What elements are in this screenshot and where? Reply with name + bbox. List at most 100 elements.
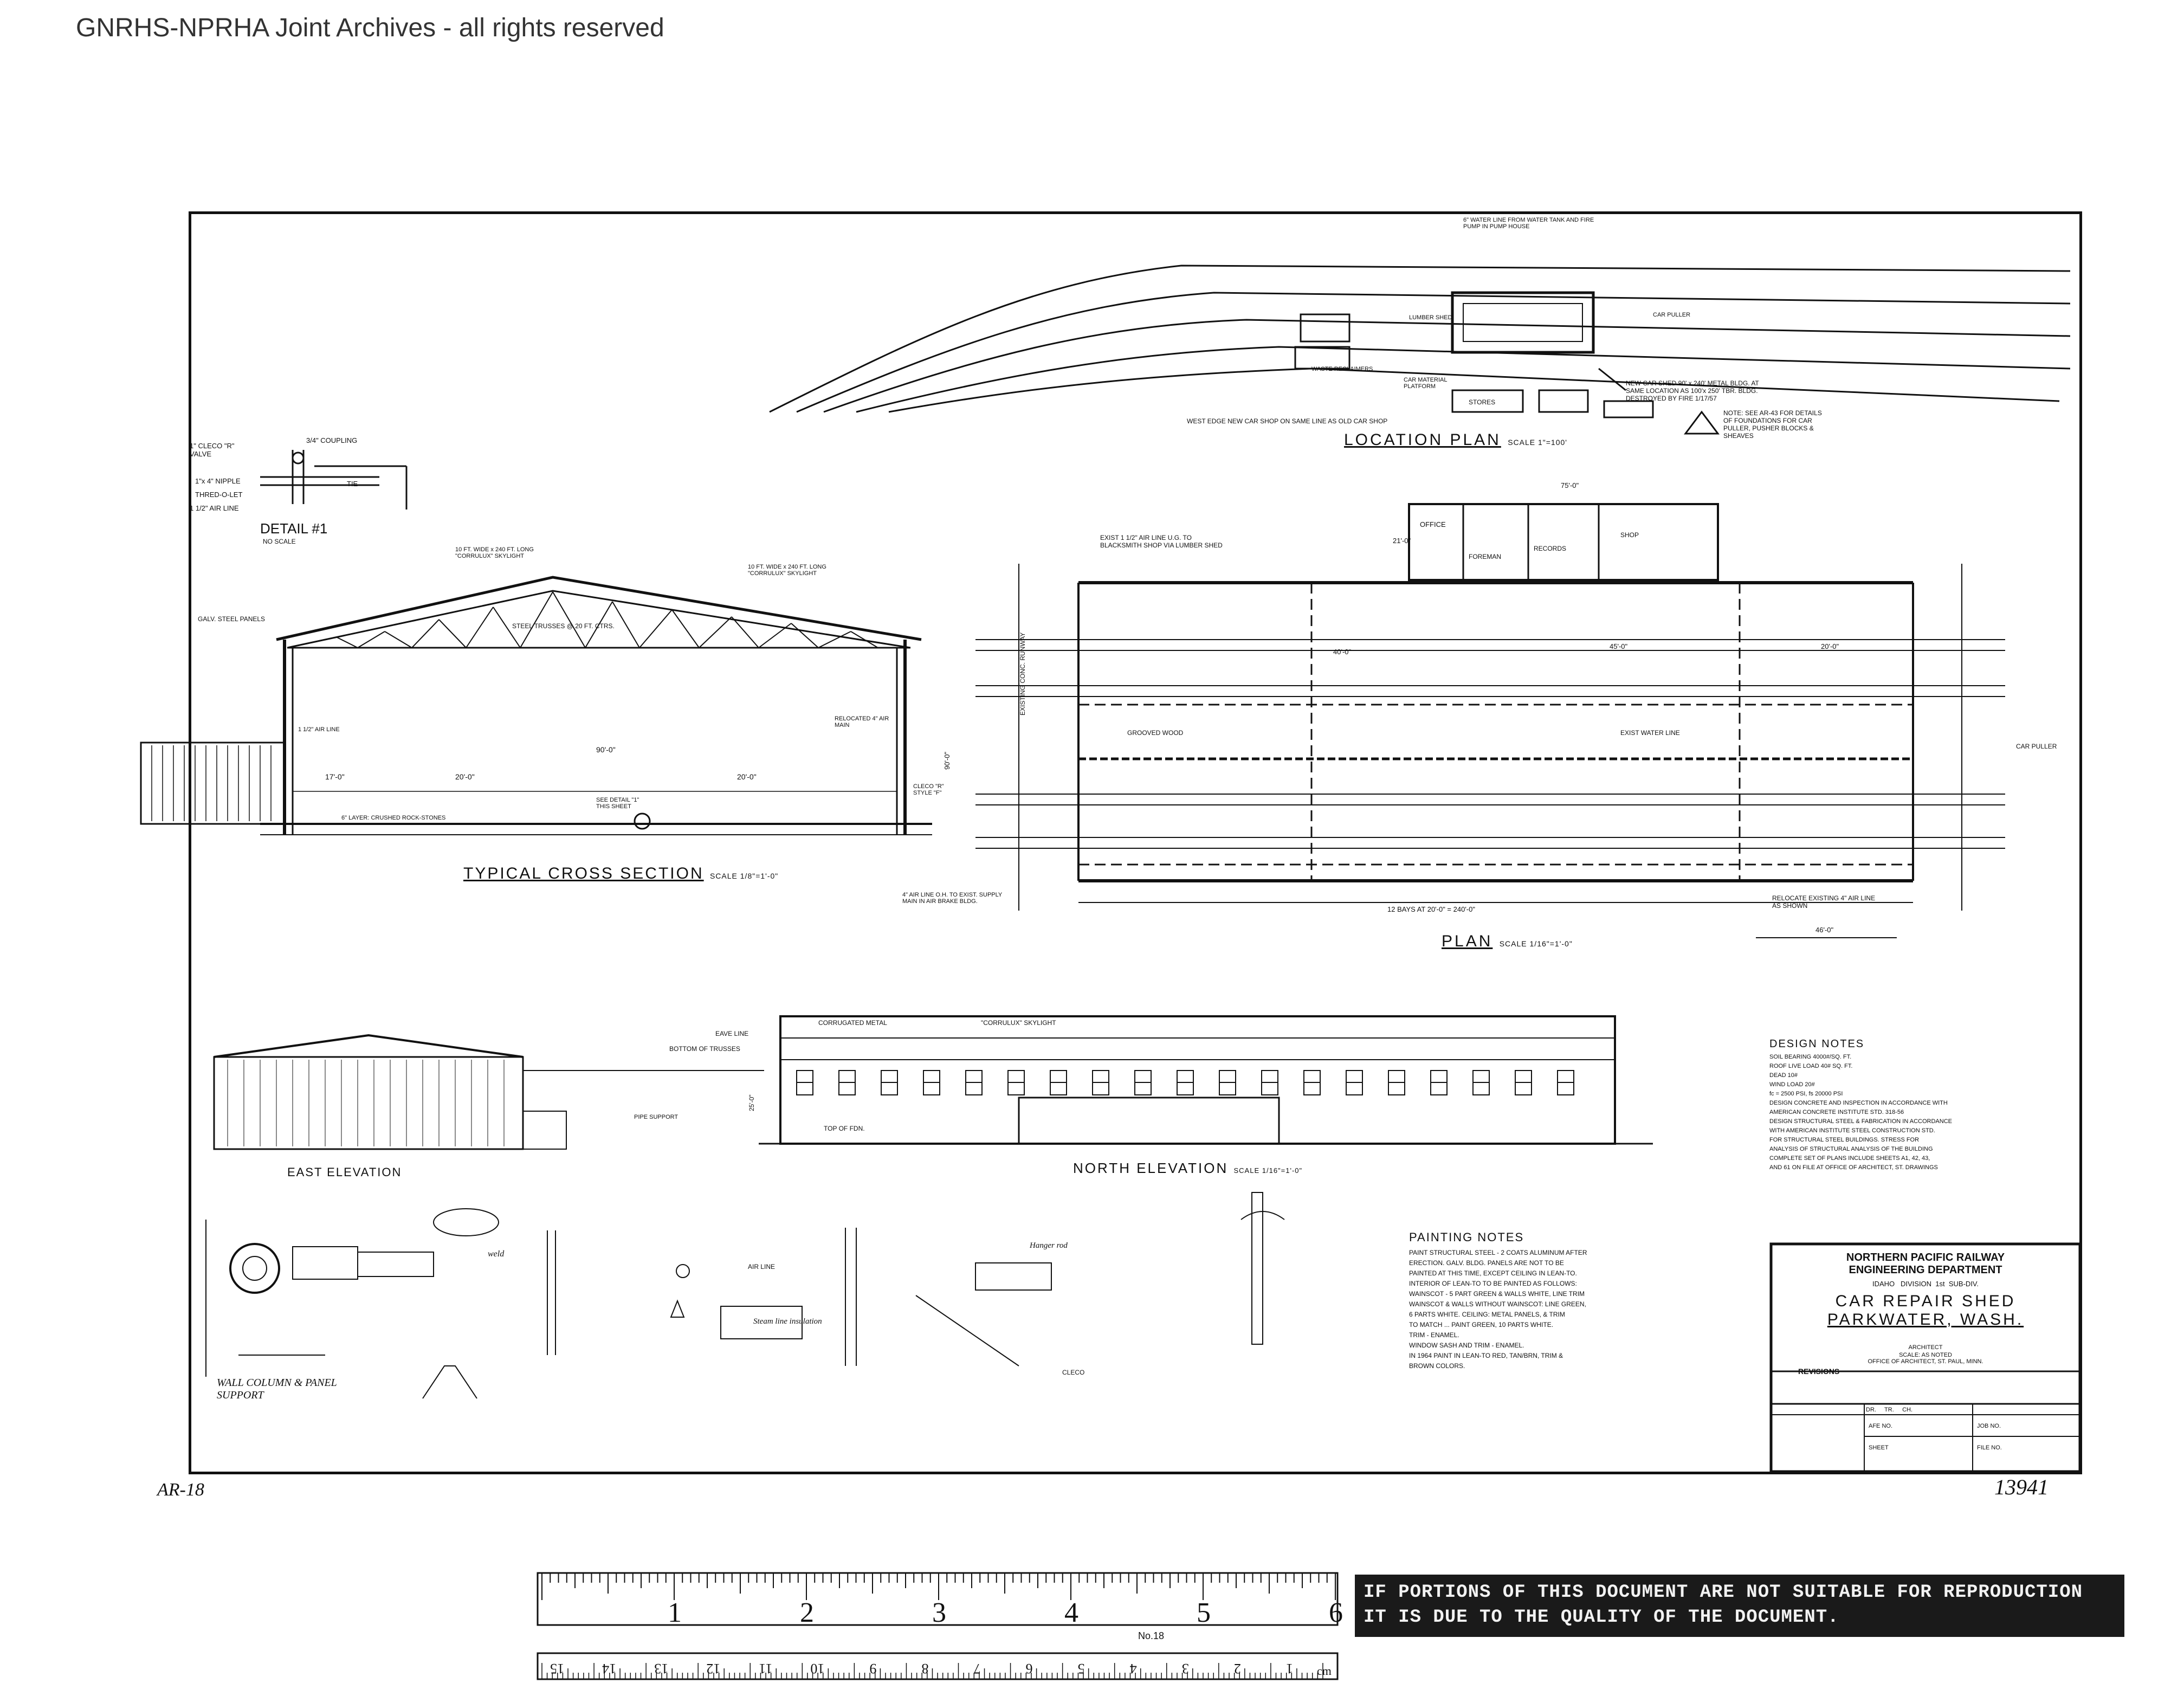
ruler-inch-label: 5 bbox=[1197, 1597, 1211, 1628]
cross-section-scale: SCALE 1/8"=1'-0" bbox=[709, 872, 779, 880]
elevation-corrugated-metal: CORRUGATED METAL bbox=[818, 1019, 887, 1027]
cross-section-skylight-2: 10 FT. WIDE x 240 FT. LONG "CORRULUX" SK… bbox=[748, 564, 826, 577]
location-foundation-note: NOTE: SEE AR-43 FOR DETAILS OF FOUNDATIO… bbox=[1723, 409, 1822, 440]
design-notes-line: DESIGN CONCRETE AND INSPECTION IN ACCORD… bbox=[1769, 1100, 1948, 1106]
sketch-steam-line: Steam line insulation bbox=[753, 1317, 822, 1326]
design-notes-line: ROOF LIVE LOAD 40# SQ. FT. bbox=[1769, 1063, 1853, 1069]
elevation-corrulux-skylight: "CORRULUX" SKYLIGHT bbox=[981, 1019, 1056, 1027]
detail-1-title: DETAIL #1 bbox=[260, 520, 328, 537]
title-block-region: IDAHO bbox=[1872, 1280, 1895, 1288]
detail-1-coupling: 3/4" COUPLING bbox=[306, 436, 358, 444]
design-notes-line: DEAD 10# bbox=[1769, 1072, 1798, 1079]
title-block-ch: CH. bbox=[1902, 1407, 1913, 1413]
painting-notes-line: WINDOW SASH AND TRIM - ENAMEL. bbox=[1409, 1342, 1524, 1349]
ruler-cm-label: 14 bbox=[602, 1661, 616, 1676]
ruler-inch-label: 6 bbox=[1329, 1597, 1343, 1628]
cross-section-galv-panels: GALV. STEEL PANELS bbox=[198, 615, 266, 623]
painting-notes: PAINTING NOTES PAINT STRUCTURAL STEEL - … bbox=[1409, 1230, 1745, 1371]
north-elevation-title: NORTH ELEVATION SCALE 1/16"=1'-0" bbox=[1073, 1160, 1302, 1177]
plan-title: PLAN SCALE 1/16"=1'-0" bbox=[1442, 932, 1573, 951]
location-new-car-shed-note: NEW CAR SHED 90' x 240' METAL BLDG. AT S… bbox=[1626, 379, 1759, 402]
design-notes-line: FOR STRUCTURAL STEEL BUILDINGS. STRESS F… bbox=[1769, 1137, 1920, 1143]
plan-drawing bbox=[975, 503, 2005, 938]
painting-notes-line: 6 PARTS WHITE. CEILING: METAL PANELS, & … bbox=[1409, 1311, 1565, 1318]
design-notes-line: fc = 2500 PSI, fs 20000 PSI bbox=[1769, 1091, 1843, 1097]
title-block-revisions: REVISIONS bbox=[1798, 1367, 1840, 1376]
design-notes-line: WITH AMERICAN INSTITUTE STEEL CONSTRUCTI… bbox=[1769, 1127, 1935, 1134]
sketch-wall-column: WALL COLUMN & PANEL SUPPORT bbox=[217, 1377, 337, 1401]
plan-dim-20: 20'-0" bbox=[1821, 642, 1839, 650]
detail-1-valve: 1" CLECO "R" VALVE bbox=[190, 442, 235, 458]
north-elevation-scale: SCALE 1/16"=1'-0" bbox=[1233, 1166, 1303, 1175]
title-block-sheet: SHEET bbox=[1869, 1445, 1889, 1451]
east-elevation-drawing bbox=[213, 1034, 764, 1150]
title-block-tr: TR. bbox=[1884, 1407, 1894, 1413]
painting-notes-line: WAINSCOT & WALLS WITHOUT WAINSCOT: LINE … bbox=[1409, 1300, 1586, 1308]
plan-existing-conc-runway: EXISTING CONC. RUNWAY bbox=[1019, 632, 1026, 715]
cross-section-valve: CLECO "R" STYLE "F" bbox=[913, 783, 944, 796]
ruler-cm-unit: cm bbox=[1317, 1664, 1332, 1678]
ruler-model: No.18 bbox=[1138, 1630, 1165, 1641]
title-block-scale: SCALE: AS NOTED bbox=[1899, 1352, 1952, 1358]
cross-section-trusses: STEEL TRUSSES @ 20 FT. CTRS. bbox=[512, 622, 615, 630]
ruler-cm-label: 13 bbox=[654, 1661, 668, 1676]
title-block-architect-label: ARCHITECT bbox=[1908, 1344, 1943, 1351]
painting-notes-line: IN 1964 PAINT IN LEAN-TO RED, TAN/BRN, T… bbox=[1409, 1352, 1563, 1359]
design-notes-line: SOIL BEARING 4000#/SQ. FT. bbox=[1769, 1054, 1852, 1060]
painting-notes-line: PAINTED AT THIS TIME, EXCEPT CEILING IN … bbox=[1409, 1269, 1577, 1277]
design-notes-line: WIND LOAD 20# bbox=[1769, 1081, 1815, 1088]
quality-notice: IF PORTIONS OF THIS DOCUMENT ARE NOT SUI… bbox=[1355, 1575, 2124, 1637]
location-plan-title-text: LOCATION PLAN bbox=[1344, 431, 1501, 449]
painting-notes-lines: PAINT STRUCTURAL STEEL - 2 COATS ALUMINU… bbox=[1409, 1248, 1745, 1371]
title-block-job: JOB NO. bbox=[1977, 1423, 2001, 1429]
location-material-platform: CAR MATERIAL PLATFORM bbox=[1404, 377, 1448, 390]
ruler-cm-label: 12 bbox=[706, 1661, 720, 1676]
design-notes-line: ANALYSIS OF STRUCTURAL ANALYSIS OF THE B… bbox=[1769, 1146, 1933, 1152]
cross-section-dim-b: 20'-0" bbox=[455, 772, 475, 781]
ruler-cm-label: 7 bbox=[974, 1661, 981, 1676]
ruler-cm-label: 2 bbox=[1234, 1661, 1241, 1676]
design-notes-line: COMPLETE SET OF PLANS INCLUDE SHEETS A1,… bbox=[1769, 1155, 1930, 1162]
elevation-eave-line: EAVE LINE bbox=[715, 1030, 749, 1037]
location-water-line: 6" WATER LINE FROM WATER TANK AND FIRE P… bbox=[1463, 217, 1594, 230]
design-notes: DESIGN NOTES SOIL BEARING 4000#/SQ. FT. R… bbox=[1769, 1038, 2084, 1172]
plan-dim-46: 46'-0" bbox=[1815, 926, 1834, 934]
title-block: NORTHERN PACIFIC RAILWAY ENGINEERING DEP… bbox=[1771, 1244, 2080, 1472]
title-block-company: NORTHERN PACIFIC RAILWAY bbox=[1846, 1252, 2005, 1263]
location-car-puller: CAR PULLER bbox=[1653, 312, 1691, 318]
plan-office: OFFICE bbox=[1420, 520, 1446, 528]
plan-dim-21: 21'-0" bbox=[1393, 537, 1411, 545]
location-lumber-shed: LUMBER SHED bbox=[1409, 314, 1452, 321]
handwritten-id: AR-18 bbox=[157, 1480, 204, 1500]
elevation-pipe-support: PIPE SUPPORT bbox=[634, 1114, 679, 1120]
title-block-cells: DR. TR. CH. bbox=[1866, 1407, 1912, 1413]
title-block-department: ENGINEERING DEPARTMENT bbox=[1849, 1264, 2002, 1276]
painting-notes-line: BROWN COLORS. bbox=[1409, 1362, 1465, 1370]
quality-notice-text: IF PORTIONS OF THIS DOCUMENT ARE NOT SUI… bbox=[1364, 1582, 2083, 1628]
location-stores: STORES bbox=[1469, 398, 1496, 406]
detail-1-scale: NO SCALE bbox=[263, 538, 296, 545]
title-block-division-row: IDAHO DIVISION 1st SUB-DIV. bbox=[1771, 1280, 2080, 1288]
painting-notes-line: PAINT STRUCTURAL STEEL - 2 COATS ALUMINU… bbox=[1409, 1249, 1587, 1256]
north-elevation-windows bbox=[796, 1070, 1574, 1095]
ruler-cm-label: 1 bbox=[1286, 1661, 1293, 1676]
sketch-weld: weld bbox=[488, 1249, 505, 1259]
detail-1-nipple: 1"x 4" NIPPLE bbox=[195, 477, 241, 485]
plan-foreman: FOREMAN bbox=[1469, 553, 1501, 560]
ruler-cm-label: 3 bbox=[1182, 1661, 1189, 1676]
title-block-title: CAR REPAIR SHED bbox=[1835, 1292, 2016, 1310]
ruler-inch-label: 1 bbox=[668, 1597, 682, 1628]
archive-header: GNRHS-NPRHA Joint Archives - all rights … bbox=[76, 14, 664, 42]
sketch-air-line: AIR LINE bbox=[748, 1263, 776, 1271]
design-notes-line: DESIGN STRUCTURAL STEEL & FABRICATION IN… bbox=[1769, 1118, 1952, 1125]
design-notes-heading: DESIGN NOTES bbox=[1769, 1038, 1865, 1050]
elevation-top-of-fdn: TOP OF FDN. bbox=[824, 1125, 865, 1132]
plan-scale: SCALE 1/16"=1'-0" bbox=[1499, 939, 1573, 948]
ruler-cm-label: 9 bbox=[869, 1661, 876, 1676]
east-elevation-title: EAST ELEVATION bbox=[287, 1165, 402, 1179]
location-west-edge-note: WEST EDGE NEW CAR SHOP ON SAME LINE AS O… bbox=[1187, 417, 1388, 425]
detail-sketches bbox=[205, 1192, 1285, 1399]
title-block-division: 1st bbox=[1935, 1280, 1945, 1288]
cross-section-title: TYPICAL CROSS SECTION SCALE 1/8"=1'-0" bbox=[463, 865, 778, 883]
